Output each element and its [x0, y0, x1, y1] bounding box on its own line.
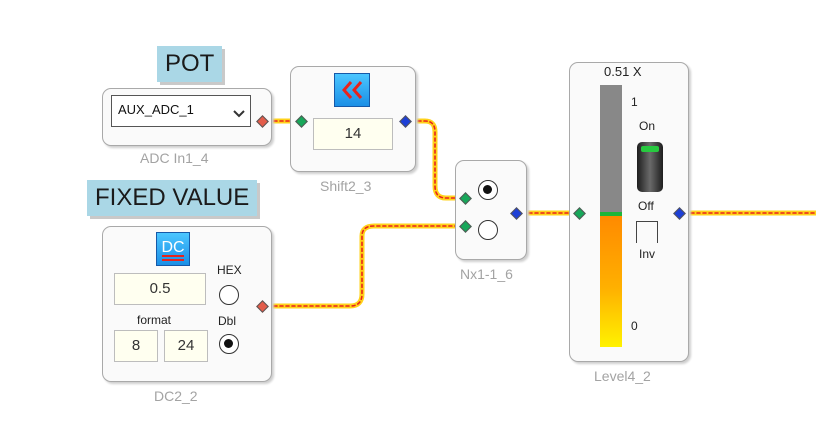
- on-off-toggle[interactable]: [637, 142, 663, 192]
- shift-left-icon: [334, 73, 370, 107]
- toggle-indicator: [641, 146, 659, 152]
- shift-caption: Shift2_3: [320, 178, 372, 194]
- mux-input-1-radio[interactable]: [478, 180, 498, 200]
- svg-text:DC: DC: [161, 239, 184, 256]
- shift-block[interactable]: 14: [290, 66, 416, 172]
- mux-block[interactable]: [455, 160, 527, 260]
- hex-label: HEX: [217, 263, 242, 277]
- level-meter-marker: [600, 212, 622, 216]
- shift-amount-field[interactable]: 14: [313, 118, 393, 150]
- format-int-field[interactable]: 8: [114, 330, 158, 362]
- level-meter: [600, 85, 622, 347]
- level-meter-fill: [600, 216, 622, 347]
- scale-min-label: 0: [631, 319, 638, 333]
- level-readout: 0.51 X: [604, 64, 642, 79]
- format-frac-field[interactable]: 24: [164, 330, 208, 362]
- dc-value-field[interactable]: 0.5: [114, 273, 206, 305]
- adc-caption: ADC In1_4: [140, 150, 209, 166]
- hex-radio[interactable]: [219, 285, 239, 305]
- format-label: format: [137, 313, 172, 327]
- scale-max-label: 1: [631, 95, 638, 109]
- level-block[interactable]: 0.51 X 1 0 On Off Inv: [569, 62, 689, 362]
- adc-source-select[interactable]: AUX_ADC_1: [111, 95, 251, 127]
- dbl-radio[interactable]: [219, 334, 239, 354]
- chevron-down-icon: [232, 106, 246, 124]
- dc-block[interactable]: DC 0.5 HEX format Dbl 8 24: [102, 226, 272, 382]
- mux-caption: Nx1-1_6: [460, 266, 513, 282]
- mux-input-2-radio[interactable]: [478, 220, 498, 240]
- level-caption: Level4_2: [594, 368, 651, 384]
- invert-checkbox[interactable]: [636, 221, 658, 243]
- dc-icon: DC: [156, 232, 190, 266]
- on-label: On: [639, 119, 656, 133]
- adc-select-value: AUX_ADC_1: [118, 102, 194, 117]
- dc-caption: DC2_2: [154, 388, 198, 404]
- adc-block[interactable]: AUX_ADC_1: [102, 88, 272, 146]
- wire-dc-to-mux: [259, 223, 469, 309]
- dbl-label: Dbl: [218, 314, 237, 328]
- pot-tag: POT: [157, 46, 223, 82]
- inv-label: Inv: [639, 247, 656, 261]
- off-label: Off: [638, 199, 654, 213]
- fixed-value-tag: FIXED VALUE: [87, 180, 258, 216]
